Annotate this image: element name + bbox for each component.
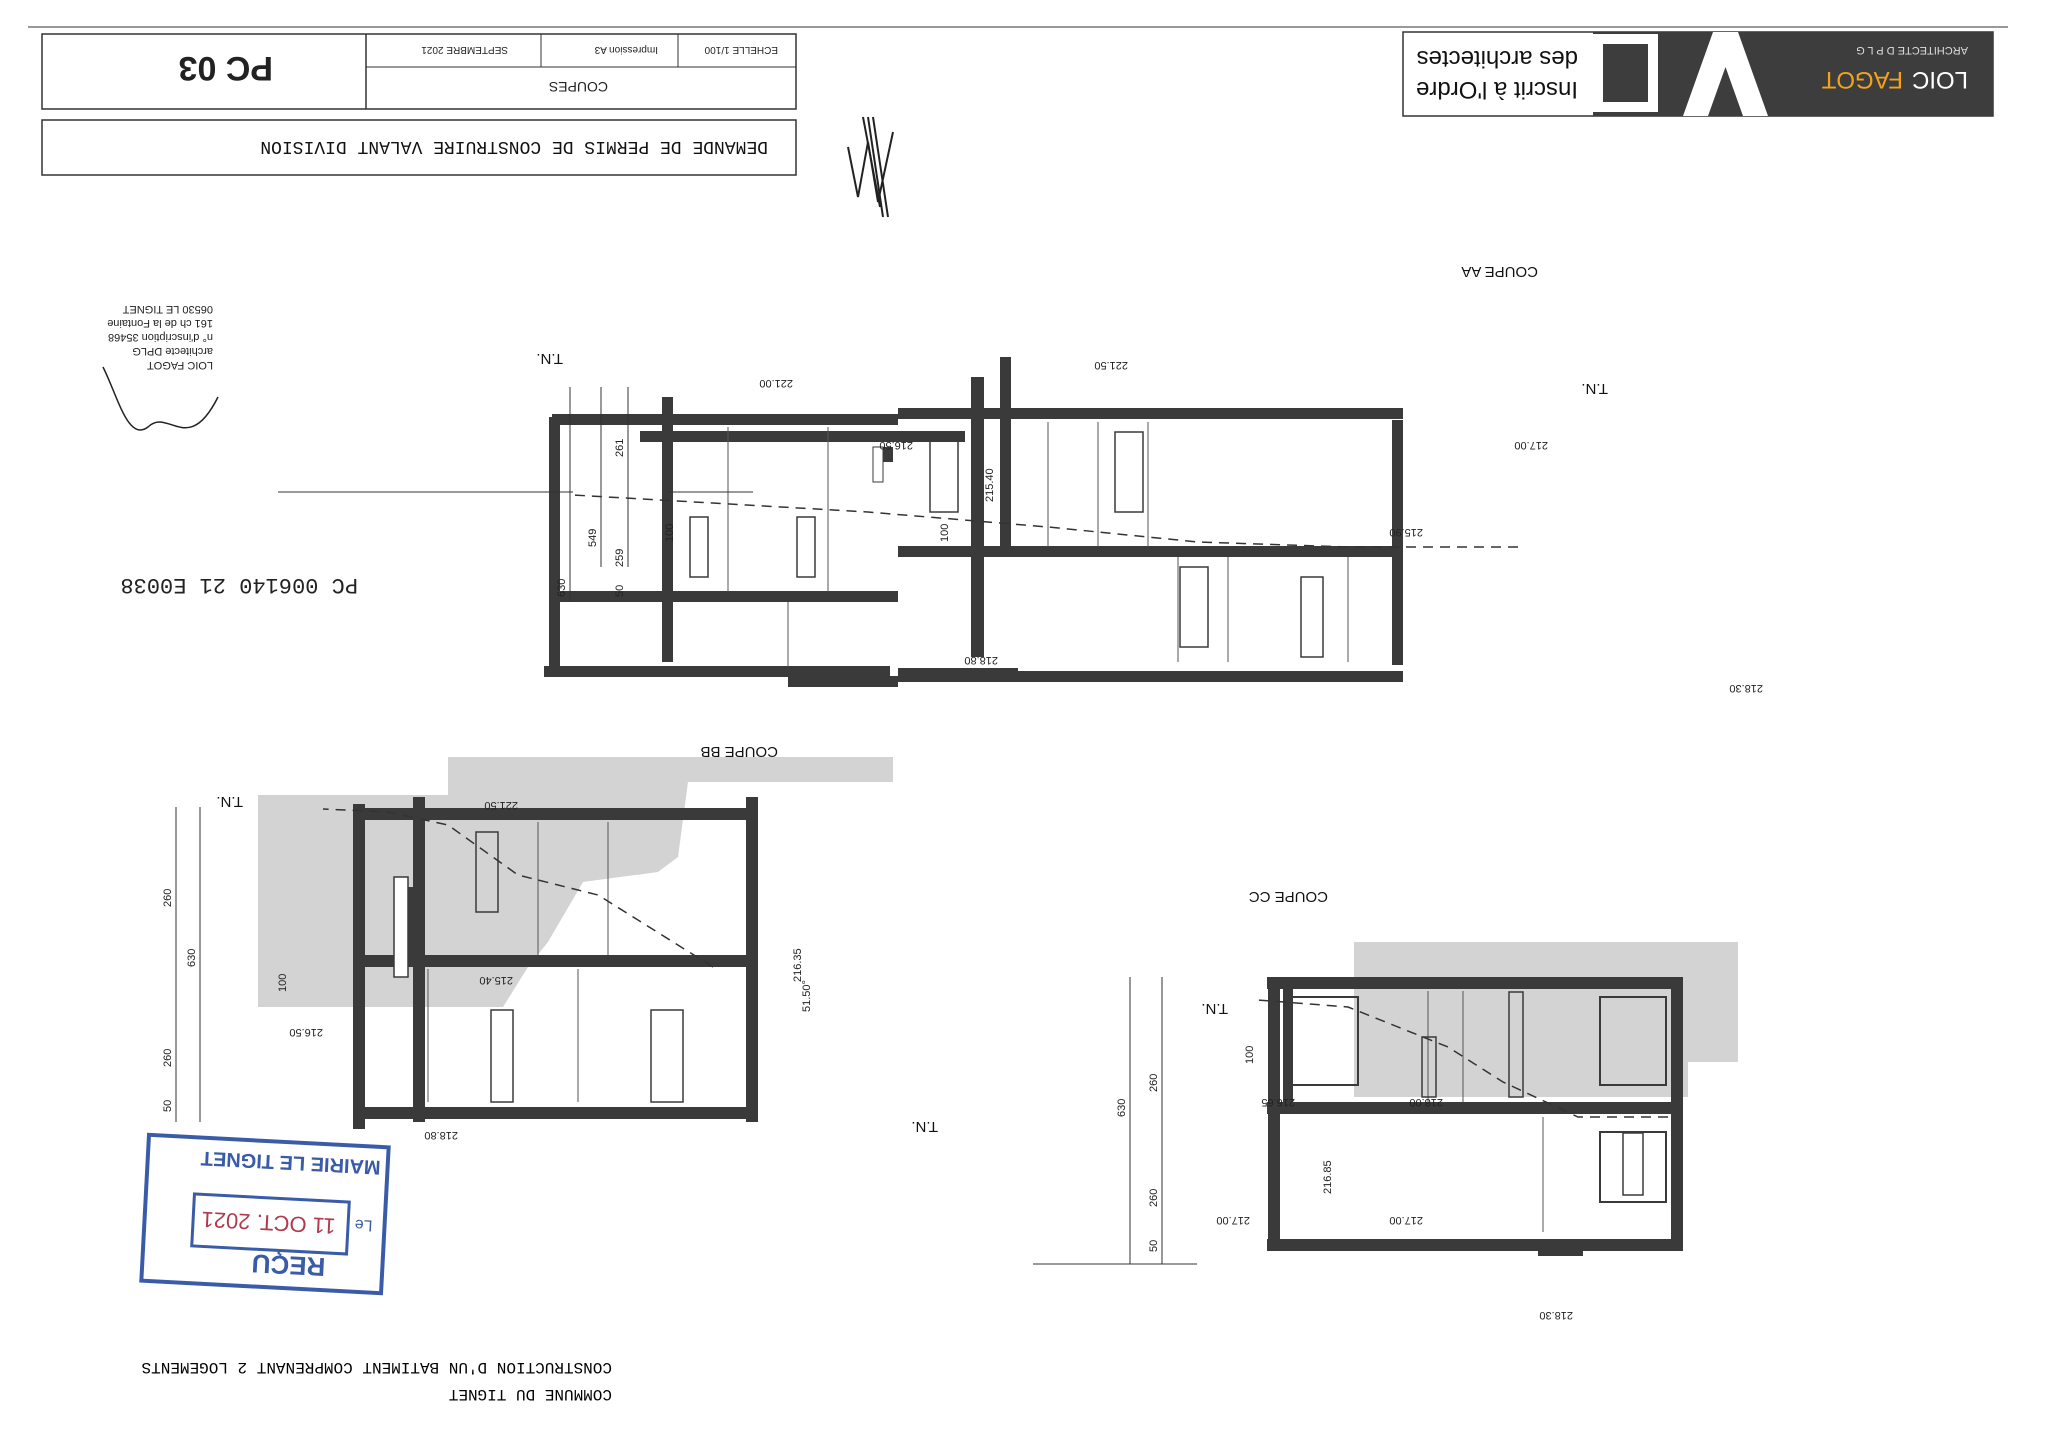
dim-bb-630: 630 (186, 949, 198, 967)
level-aa-218-30: 218.30 (1729, 682, 1763, 694)
coupe-bb-title: COUPE BB (700, 743, 778, 760)
dim-630: 630 (1116, 1099, 1128, 1117)
level-bb-216-50: 216.50 (289, 1026, 323, 1038)
plan-number: PC 03 (179, 49, 274, 87)
section-cc: 50 260 260 630 100 218.30 217.00 217.00 … (1033, 888, 1738, 1321)
dim-bb-100: 100 (277, 974, 289, 992)
ordre-line1: Inscrit à l'Ordre (1416, 76, 1578, 103)
stamp-date: 11 OCT. 2021 (201, 1207, 336, 1239)
level-aa-216-50: 216.50 (879, 439, 913, 451)
section-aa: 630 549 261 259 50 100 100 218.30 218.80… (278, 263, 1763, 694)
dim-aa-50: 50 (614, 585, 626, 597)
tn-aa: T.N. (536, 350, 563, 367)
construction-label: CONSTRUCTION D'UN BATIMENT COMPRENANT 2 … (142, 1358, 612, 1376)
architect-name-left: LOIC (1912, 66, 1968, 93)
architect-stamp-name: LOIC FAGOT (147, 359, 213, 371)
level-216-65: 216.65 (1261, 1096, 1295, 1108)
stamp-mairie: MAIRIE LE TIGNET (200, 1147, 381, 1178)
level-bb-216-35: 216.35 (792, 948, 804, 982)
tn-bb: T.N. (911, 1118, 938, 1135)
dim-260b: 260 (1148, 1074, 1160, 1092)
dim-bb-50: 50 (162, 1100, 174, 1112)
sheet-title: COUPES (549, 79, 608, 95)
ordre-line2: des architectes (1417, 45, 1578, 72)
level-217-00b: 217.00 (1389, 1214, 1423, 1226)
level-aa-218-80: 218.80 (964, 654, 998, 666)
date-label: SEPTEMBRE 2021 (421, 44, 508, 55)
dim-bb-260b: 260 (162, 889, 174, 907)
dim-aa-100b: 100 (939, 524, 951, 542)
level-bb-215-40: 215.40 (479, 974, 513, 986)
architect-stamp-city: 06530 LE TIGNET (122, 303, 213, 315)
signature-mark (862, 116, 889, 218)
level-216-85: 216.85 (1322, 1160, 1334, 1194)
level-218-30: 218.30 (1539, 1309, 1573, 1321)
stamp-le: Le (354, 1216, 373, 1234)
tn-aa-2: T.N. (1581, 380, 1608, 397)
architect-stamp-address: 161 ch de la Fontaine (107, 317, 213, 329)
dim-aa-259: 259 (614, 549, 626, 567)
level-aa-221-00: 221.00 (759, 377, 793, 389)
tn-bb-2: T.N. (216, 793, 243, 810)
level-aa-217-00: 217.00 (1514, 439, 1548, 451)
dim-aa-630: 630 (556, 579, 568, 597)
coupe-cc-title: COUPE CC (1249, 888, 1328, 905)
dim-aa-261: 261 (614, 439, 626, 457)
impression-label: Impression A3 (594, 44, 658, 55)
level-aa-221-50: 221.50 (1094, 359, 1128, 371)
stamp-title: REÇU (251, 1248, 326, 1282)
tn-cc: T.N. (1201, 1000, 1228, 1017)
architect-signature-stamp: LOIC FAGOT architecte DPLG n° d'inscript… (102, 131, 894, 431)
dim-bb-260: 260 (162, 1049, 174, 1067)
dim-100: 100 (1244, 1046, 1256, 1064)
demande-label: DEMANDE DE PERMIS DE CONSTRUIRE VALANT D… (260, 136, 768, 156)
pc-number: PC 006140 21 E0038 (120, 572, 358, 597)
architect-subtitle: ARCHITECTE D P L G (1856, 44, 1968, 56)
dim-50: 50 (1148, 1240, 1160, 1252)
architect-name-right: FAGOT (1821, 66, 1903, 93)
architect-stamp-inscription: n° d'inscription 35468 (108, 331, 213, 343)
dim-aa-549: 549 (587, 529, 599, 547)
architect-logo: LOIC FAGOT ARCHITECTE D P L G Inscrit à … (1402, 31, 1994, 117)
dim-aa-100: 100 (664, 524, 676, 542)
dim-260: 260 (1148, 1189, 1160, 1207)
mairie-received-stamp: REÇU Le 11 OCT. 2021 MAIRIE LE TIGNET (139, 1132, 391, 1296)
level-aa-215-90: 215.90 (1389, 526, 1423, 538)
level-aa-215-40: 215.40 (984, 468, 996, 502)
level-bb-221-50: 221.50 (484, 799, 518, 811)
slope-bb: 51.50° (801, 980, 813, 1012)
section-bb: 50 260 260 630 100 218.80 215.40 216.50 … (162, 743, 938, 1141)
echelle-label: ECHELLE 1/100 (704, 44, 778, 55)
coupe-aa-title: COUPE AA (1461, 263, 1538, 280)
level-218-00: 218.00 (1409, 1096, 1443, 1108)
commune-label: COMMUNE DU TIGNET (449, 1385, 612, 1403)
level-217-00: 217.00 (1216, 1214, 1250, 1226)
title-block: DEMANDE DE PERMIS DE CONSTRUIRE VALANT D… (41, 33, 797, 176)
architect-stamp-title: architecte DPLG (132, 345, 213, 357)
level-bb-218-80: 218.80 (424, 1129, 458, 1141)
